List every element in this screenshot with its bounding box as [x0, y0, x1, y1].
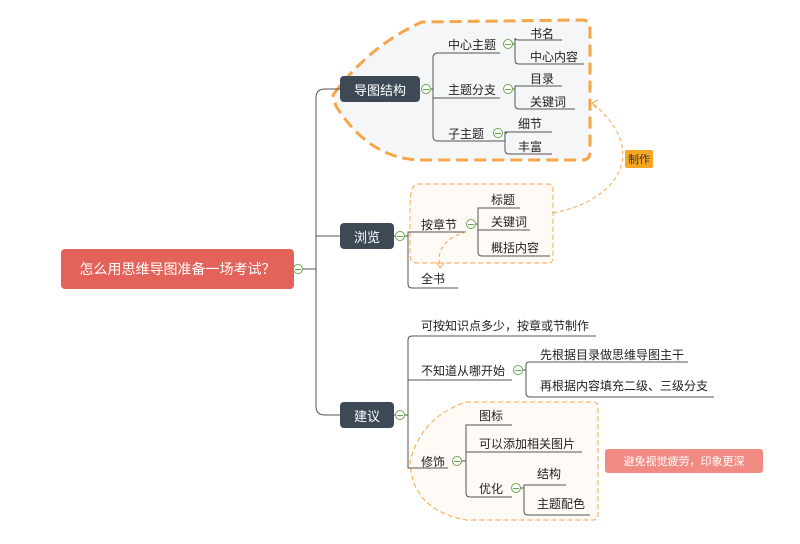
collapse-icon[interactable]: [511, 483, 521, 493]
leaf-add-images[interactable]: 可以添加相关图片: [479, 437, 576, 451]
leaf-heading[interactable]: 标题: [491, 193, 516, 207]
relation-line: [552, 102, 624, 214]
leaf-theme-colors[interactable]: 主题配色: [537, 497, 586, 511]
leaf-fill-branches[interactable]: 再根据内容填充二级、三级分支: [540, 379, 709, 393]
collapse-icon[interactable]: [293, 264, 303, 274]
collapse-icon[interactable]: [503, 84, 513, 94]
leaf-outline-first[interactable]: 先根据目录做思维导图主干: [540, 348, 685, 362]
relation-line-2: [438, 231, 467, 269]
collapse-icon[interactable]: [503, 39, 513, 49]
leaf-structure[interactable]: 结构: [537, 467, 562, 481]
leaf-book-title[interactable]: 书名: [530, 27, 555, 41]
main-topic-advice[interactable]: 建议: [340, 402, 394, 428]
leaf-icons[interactable]: 图标: [479, 409, 504, 423]
main-topic-structure[interactable]: 导图结构: [340, 76, 420, 102]
collapse-icon[interactable]: [395, 231, 405, 241]
relation-label[interactable]: 制作: [625, 150, 653, 168]
leaf-center-content[interactable]: 中心内容: [530, 50, 579, 64]
leaf-rich[interactable]: 丰富: [518, 140, 543, 154]
subtopic-sub-topic[interactable]: 子主题: [448, 127, 485, 141]
decorate-boundary: [409, 401, 599, 521]
subtopic-unknown-start[interactable]: 不知道从哪开始: [421, 364, 506, 378]
main-topic-browse[interactable]: 浏览: [340, 223, 394, 249]
collapse-icon[interactable]: [421, 84, 431, 94]
collapse-icon[interactable]: [493, 128, 503, 138]
collapse-icon[interactable]: [395, 410, 405, 420]
root-topic[interactable]: 怎么用思维导图准备一场考试？: [61, 249, 294, 289]
callout-note[interactable]: 避免视觉疲劳，印象更深: [605, 449, 763, 473]
subtopic-decorate[interactable]: 修饰: [421, 455, 446, 469]
subtopic-tip[interactable]: 可按知识点多少，按章或节制作: [421, 319, 590, 333]
subtopic-center-topic[interactable]: 中心主题: [448, 38, 497, 52]
subtopic-by-chapter[interactable]: 按章节: [421, 218, 458, 232]
subtopic-whole-book[interactable]: 全书: [421, 272, 446, 286]
leaf-keywords[interactable]: 关键词: [530, 95, 567, 109]
subtopic-branch-topic[interactable]: 主题分支: [448, 83, 497, 97]
leaf-table-of-contents[interactable]: 目录: [530, 72, 555, 86]
leaf-keywords-browse[interactable]: 关键词: [491, 215, 528, 229]
subtopic-optimize[interactable]: 优化: [479, 482, 504, 496]
collapse-icon[interactable]: [513, 365, 523, 375]
structure-boundary: [331, 18, 592, 162]
collapse-icon[interactable]: [466, 219, 476, 229]
leaf-summary[interactable]: 概括内容: [491, 241, 540, 255]
leaf-detail[interactable]: 细节: [518, 117, 543, 131]
collapse-icon[interactable]: [452, 456, 462, 466]
